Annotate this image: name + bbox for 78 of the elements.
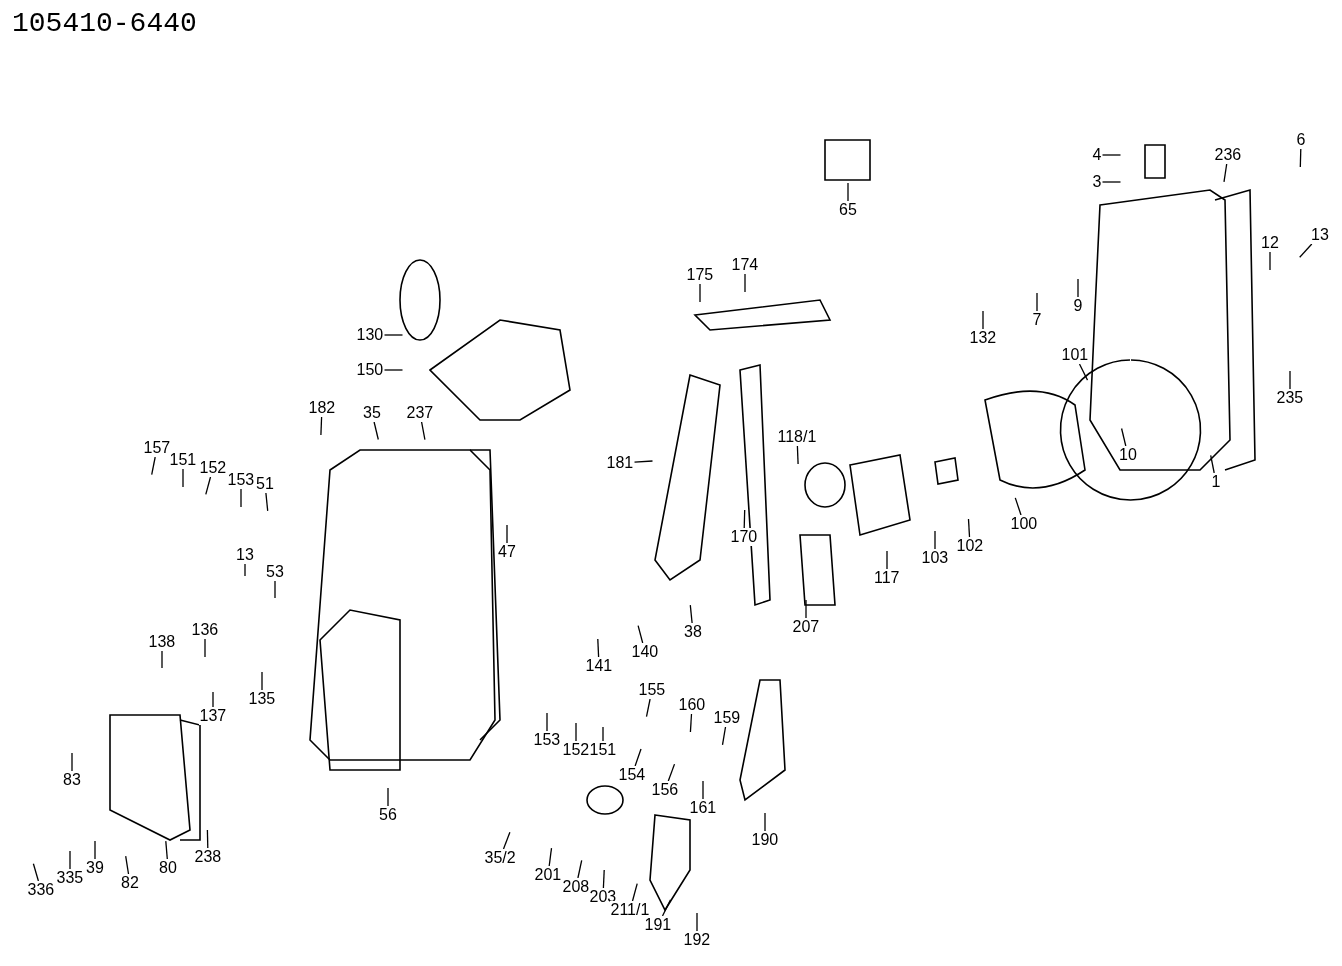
leader-line bbox=[387, 787, 389, 807]
leader-line bbox=[577, 859, 583, 879]
callout-number: 13 bbox=[1310, 226, 1330, 244]
leader-line bbox=[631, 882, 638, 902]
leader-line bbox=[602, 726, 604, 742]
leader-line bbox=[274, 580, 276, 599]
leader-line bbox=[1078, 363, 1089, 381]
leader-line bbox=[934, 530, 936, 550]
leader-line bbox=[1210, 454, 1215, 474]
callout-number: 170 bbox=[729, 528, 759, 546]
leader-line bbox=[602, 869, 605, 889]
leader-line bbox=[240, 488, 242, 508]
leader-line bbox=[764, 812, 766, 832]
callout-number: 152 bbox=[198, 459, 228, 477]
leader-line bbox=[982, 310, 984, 330]
leader-line bbox=[373, 421, 379, 441]
leader-line bbox=[32, 863, 40, 882]
leader-line bbox=[689, 713, 693, 733]
leader-line bbox=[597, 638, 600, 658]
leader-line bbox=[151, 456, 156, 476]
leader-line bbox=[206, 829, 209, 849]
drawing-number: 105410-6440 bbox=[12, 8, 197, 39]
leader-line bbox=[1014, 497, 1022, 516]
callout-number: 155 bbox=[637, 681, 667, 699]
leader-line bbox=[502, 831, 511, 850]
leader-line bbox=[506, 524, 508, 544]
leader-line bbox=[634, 748, 642, 767]
callout-number: 157 bbox=[142, 439, 172, 457]
leader-line bbox=[702, 780, 704, 800]
leader-line bbox=[645, 698, 651, 718]
leader-line bbox=[575, 722, 577, 742]
leader-line bbox=[94, 840, 96, 860]
leader-line bbox=[699, 283, 701, 303]
leader-line bbox=[204, 638, 206, 658]
leader-line bbox=[548, 847, 553, 867]
leader-line bbox=[796, 445, 799, 465]
leader-line bbox=[1299, 243, 1313, 258]
leader-line bbox=[182, 468, 184, 488]
leader-line bbox=[161, 650, 163, 669]
leader-line bbox=[244, 563, 246, 577]
leader-line bbox=[205, 476, 212, 496]
leader-line bbox=[721, 726, 727, 746]
leader-line bbox=[265, 492, 269, 512]
leader-line bbox=[696, 912, 698, 932]
callout-number: 137 bbox=[198, 707, 228, 725]
leader-line bbox=[165, 840, 168, 860]
leader-line bbox=[633, 460, 654, 463]
leader-line bbox=[125, 855, 130, 875]
leader-line bbox=[420, 421, 426, 441]
leader-line bbox=[1101, 181, 1122, 183]
leader-line bbox=[1299, 148, 1302, 168]
callout-number: 101 bbox=[1060, 346, 1090, 364]
leader-line bbox=[1077, 278, 1079, 298]
leader-line bbox=[1269, 251, 1271, 271]
leader-line bbox=[1289, 370, 1291, 390]
leader-line bbox=[886, 550, 888, 570]
leader-line bbox=[1223, 163, 1228, 183]
leader-line bbox=[744, 273, 746, 293]
leader-line bbox=[320, 416, 323, 436]
leader-line bbox=[383, 334, 404, 336]
leader-line bbox=[71, 752, 73, 772]
leader-line bbox=[667, 763, 676, 782]
leader-line bbox=[967, 518, 971, 538]
leader-line bbox=[1120, 427, 1127, 447]
leader-line bbox=[689, 604, 693, 624]
leader-line bbox=[743, 509, 746, 529]
leader-line bbox=[261, 671, 263, 691]
leader-line bbox=[383, 369, 404, 371]
leader-line bbox=[637, 624, 644, 644]
leader-line bbox=[1036, 292, 1038, 312]
leader-line bbox=[69, 850, 71, 870]
leader-line bbox=[546, 712, 548, 732]
leader-line bbox=[212, 691, 214, 708]
leader-line bbox=[847, 182, 849, 202]
callout-number: 35 bbox=[362, 404, 382, 422]
leader-line bbox=[805, 599, 807, 619]
leader-line bbox=[1101, 154, 1122, 156]
leader-line bbox=[661, 899, 672, 917]
